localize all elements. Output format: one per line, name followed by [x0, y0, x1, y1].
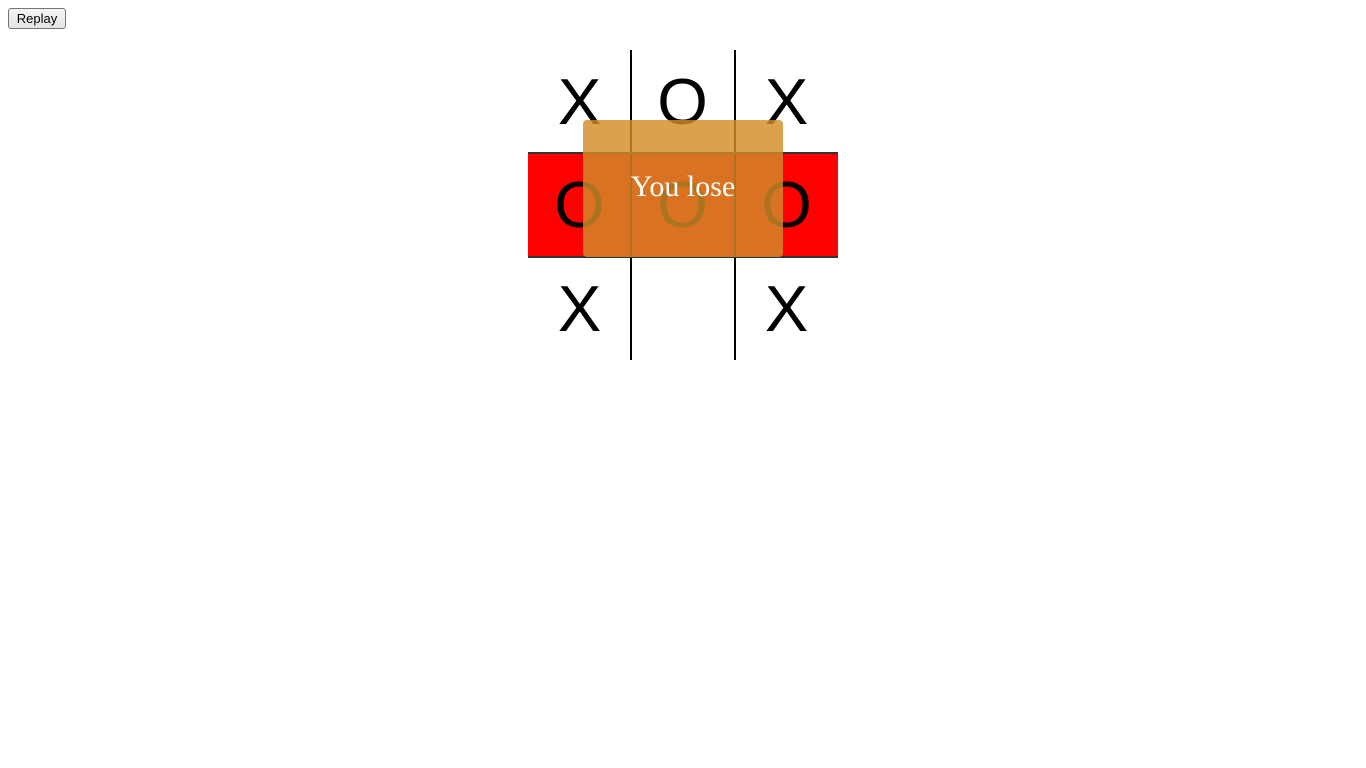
- result-message: You lose: [630, 170, 736, 203]
- cell-7[interactable]: X: [528, 257, 631, 360]
- cell-9[interactable]: X: [735, 257, 838, 360]
- cell-7-mark: X: [557, 272, 602, 345]
- cell-9-mark: X: [764, 272, 809, 345]
- grid-line-horizontal-2: [528, 256, 838, 258]
- result-dialog: You lose: [583, 120, 783, 257]
- replay-button[interactable]: Replay: [8, 8, 66, 29]
- cell-8[interactable]: [631, 257, 734, 360]
